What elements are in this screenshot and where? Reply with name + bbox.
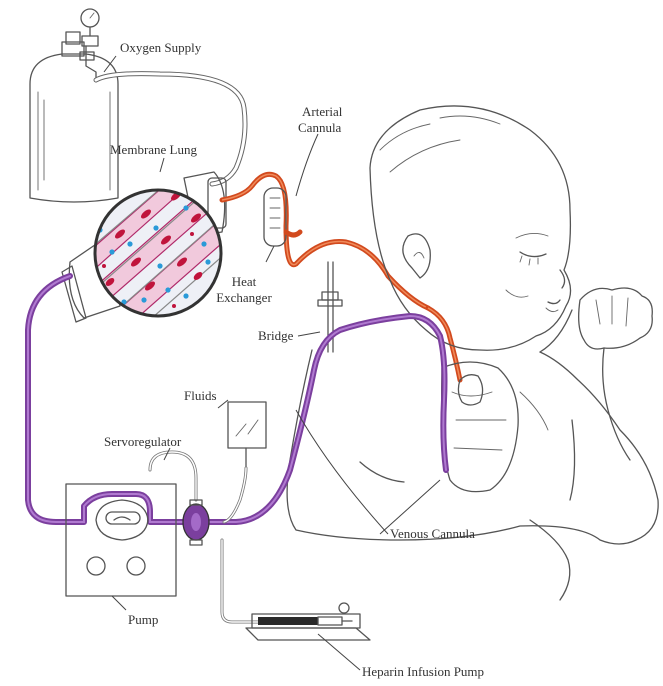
venous-tubing (28, 276, 446, 522)
label-membrane-lung: Membrane Lung (110, 142, 198, 157)
roller-pump (66, 484, 176, 596)
membrane-lung (62, 158, 250, 346)
label-pump: Pump (128, 612, 158, 627)
label-heat-exchanger-line2: Exchanger (216, 290, 272, 305)
label-bridge: Bridge (258, 328, 294, 343)
heparin-infusion-pump (222, 540, 370, 640)
labels: Oxygen Supply Membrane Lung Arterial Can… (104, 40, 484, 679)
heat-exchanger (264, 188, 300, 246)
label-arterial-cannula-line1: Arterial (302, 104, 343, 119)
arterial-tubing (222, 174, 460, 380)
label-venous-cannula: Venous Cannula (390, 526, 475, 541)
fluids-bag (224, 402, 266, 522)
label-oxygen-supply: Oxygen Supply (120, 40, 202, 55)
oxygen-cylinder (30, 32, 118, 202)
membrane-lung-magnified-view (70, 158, 250, 346)
label-servoregulator: Servoregulator (104, 434, 182, 449)
oxygen-regulator (80, 9, 99, 82)
label-arterial-cannula-line2: Cannula (298, 120, 342, 135)
label-fluids: Fluids (184, 388, 217, 403)
label-heat-exchanger-line1: Heat (232, 274, 257, 289)
label-heparin-infusion-pump: Heparin Infusion Pump (362, 664, 484, 679)
servoregulator (150, 452, 209, 545)
